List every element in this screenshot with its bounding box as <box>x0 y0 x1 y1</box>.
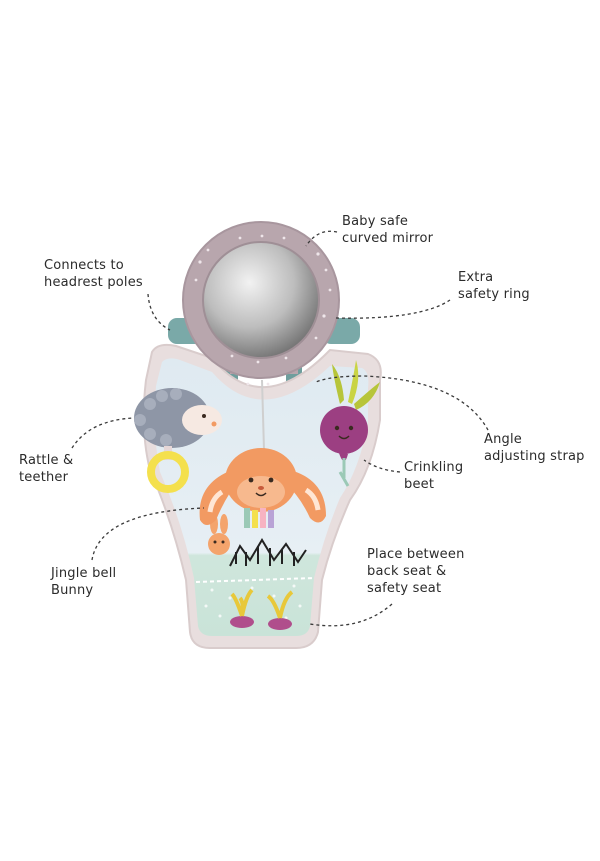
leader-ring <box>335 299 451 319</box>
callout-bunny: Jingle bell Bunny <box>51 566 117 598</box>
callout-ring: Extra safety ring <box>458 270 530 302</box>
callout-mirror: Baby safe curved mirror <box>342 214 434 246</box>
sprouts-decoration <box>230 588 294 630</box>
leader-headrest <box>147 293 171 331</box>
callout-rattle: Rattle & teether <box>19 453 74 485</box>
leader-bunny <box>91 507 205 561</box>
leader-strap <box>315 375 489 431</box>
callout-beet: Crinkling beet <box>404 460 464 492</box>
curved-mirror <box>182 221 340 386</box>
callout-seat: Place between back seat & safety seat <box>367 547 465 596</box>
leader-beet <box>363 459 401 473</box>
jingle-bell-bunny <box>199 448 326 528</box>
callout-headrest: Connects to headrest poles <box>44 258 143 290</box>
leader-rattle <box>71 417 135 449</box>
teether-ring <box>147 446 189 493</box>
callout-strap: Angle adjusting strap <box>484 432 585 464</box>
callout-leader-lines <box>71 230 489 627</box>
contrast-strip <box>229 538 307 567</box>
crinkling-beet <box>320 360 380 487</box>
leader-seat <box>309 603 393 627</box>
hedgehog-rattle <box>134 388 222 448</box>
